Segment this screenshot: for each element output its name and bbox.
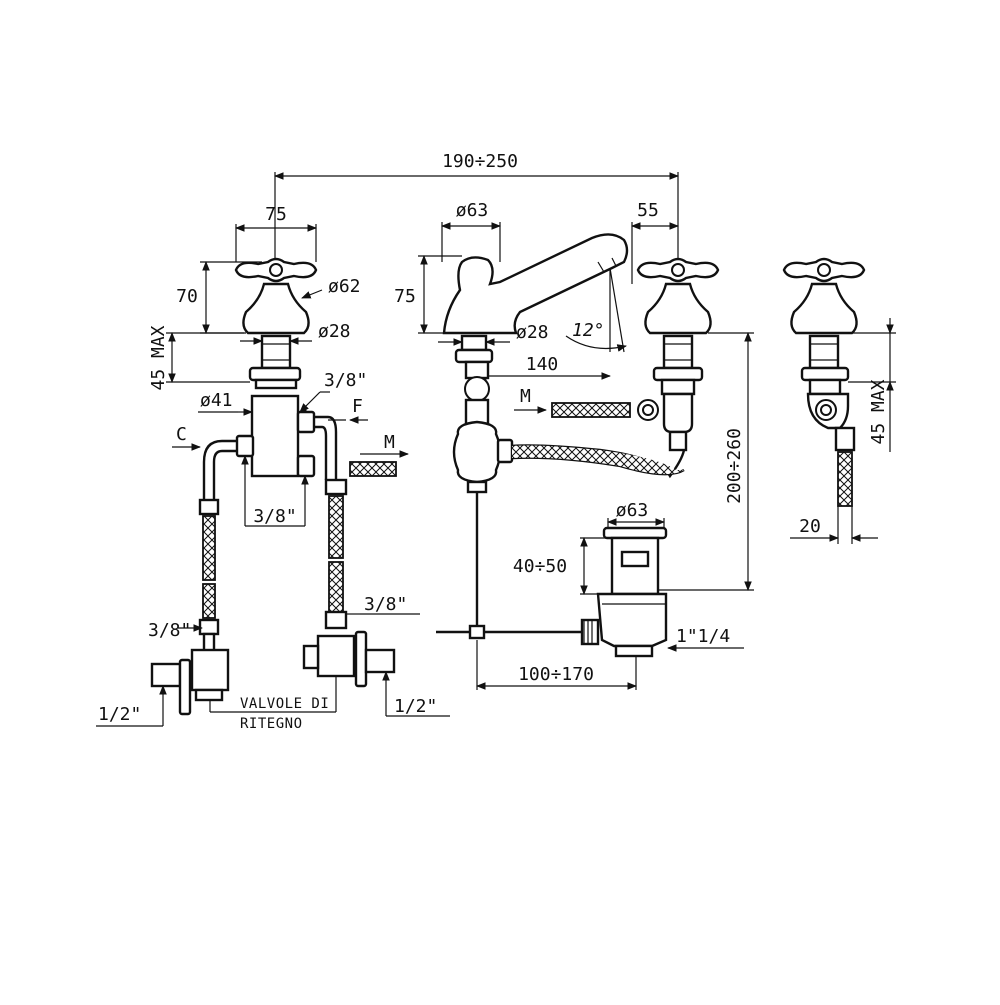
spout-height-label: 75: [394, 286, 416, 307]
knob-dia-label: ø62: [328, 276, 361, 297]
body-dia-label: ø41: [200, 390, 233, 411]
waste-thread-label: 1"1/4: [676, 626, 730, 647]
valve-body-left: [250, 394, 300, 478]
braided-hose-mixer: [512, 445, 684, 475]
hose-ferrule-left-top: [198, 498, 220, 516]
thread-38-mid-label: 3/8": [253, 506, 296, 527]
overall-width-dimension: 190÷250: [274, 151, 679, 262]
valves-note-line1: VALVOLE DI: [240, 696, 329, 712]
left-tap-view: 75 70 ø62 ø28 45 MAX: [96, 204, 450, 732]
side-view: 45 MAX 20: [782, 257, 896, 544]
valves-note-line2: RITEGNO: [240, 716, 303, 732]
side-max-label: 45 MAX: [868, 379, 889, 444]
spout-knob-dia-label: ø63: [456, 200, 489, 221]
overall-width-label: 190÷250: [442, 151, 518, 172]
m-right-label: M: [520, 386, 531, 407]
spout-mixer-body: [452, 420, 502, 484]
thread-12-right-label: 1/2": [394, 696, 437, 717]
spout-body: [442, 233, 629, 335]
spout-view: ø63 75 ø28 12° 140: [394, 200, 629, 634]
braided-hose-left: [202, 515, 216, 581]
waste-housing: [596, 592, 668, 648]
stop-valve-right: [302, 630, 396, 688]
c-label: C: [176, 424, 187, 445]
max-45-left-label: 45 MAX: [148, 325, 169, 390]
spout-reach-label: 140: [526, 354, 559, 375]
thread-12-left-label: 1/2": [98, 704, 141, 725]
waste-view: ø63 40÷50 1"1/4 100÷170: [436, 500, 744, 690]
side-20-label: 20: [799, 516, 821, 537]
spout-angle-label: 12°: [572, 320, 605, 341]
cross-handle-side: [782, 257, 866, 283]
f-label: F: [352, 396, 363, 417]
base-dia-left-label: ø28: [318, 321, 351, 342]
height-range-label: 200÷260: [724, 428, 745, 504]
nut-left: [248, 366, 302, 382]
bell-cover-left: [242, 282, 310, 335]
right-offset-label: 55: [637, 200, 659, 221]
braided-hose-right: [328, 495, 344, 559]
thread-38-hose-right-label: 3/8": [364, 594, 407, 615]
braided-hose-side: [837, 451, 853, 507]
m-left-label: M: [384, 432, 395, 453]
supply-m-left: [349, 461, 397, 477]
waste-dia-label: ø63: [616, 500, 649, 521]
waste-range-label: 40÷50: [513, 556, 567, 577]
rod-range-label: 100÷170: [518, 664, 594, 685]
handle-width-label: 75: [265, 204, 287, 225]
cross-handle-left: [234, 257, 318, 283]
supply-m-right: [551, 402, 631, 418]
handle-height-label: 70: [176, 286, 198, 307]
thread-38-top-label: 3/8": [324, 370, 367, 391]
stem-left: [260, 334, 292, 370]
thread-38-hose-left-label: 3/8": [148, 620, 191, 641]
cross-handle-right: [636, 257, 720, 283]
spout-base-dia-label: ø28: [516, 322, 549, 343]
right-tap-view: 55 M 200÷260: [511, 200, 754, 591]
